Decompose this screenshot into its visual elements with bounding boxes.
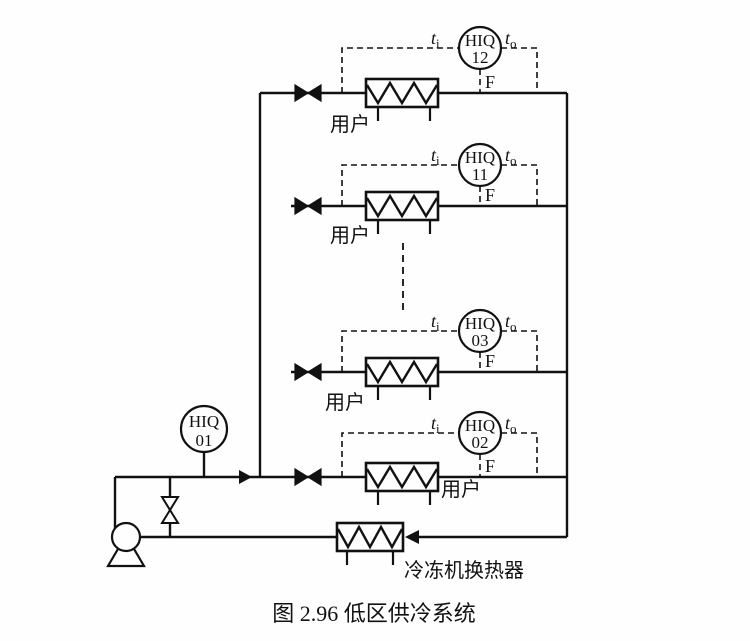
instrument-name: HIQ [465, 314, 495, 333]
secondary-pipes [376, 491, 432, 505]
user-label: 用户 [441, 478, 481, 501]
heat-exchanger-coil-icon [336, 524, 404, 550]
secondary-pipes [376, 386, 432, 400]
pump-body-icon [110, 521, 142, 553]
pump [106, 521, 146, 568]
temp-in-label: ti [431, 145, 440, 168]
instrument-circle [179, 404, 229, 454]
heat-exchanger-coil-icon [365, 464, 439, 490]
temp-in-signal-line [341, 164, 459, 206]
instrument-tag: 01 [196, 431, 213, 450]
secondary-pipes [345, 551, 395, 565]
bypass-valve-icon [160, 496, 180, 524]
flow-label: F [485, 351, 495, 371]
temp-out-label: to [505, 145, 517, 168]
temp-out-label: to [505, 28, 517, 51]
user-unit-11: HIQ 11 ti to F 用户 [294, 142, 538, 247]
instrument-circle [457, 410, 503, 456]
instrument-tag: 12 [472, 48, 489, 67]
valve-icon [294, 83, 322, 103]
supply-meter: HIQ 01 [179, 404, 229, 454]
signal-lines [341, 432, 538, 477]
secondary-pipes [376, 220, 432, 234]
flow-label: F [485, 72, 495, 92]
instrument-name: HIQ [465, 31, 495, 50]
instrument-circle [457, 142, 503, 188]
temp-in-label: ti [431, 311, 440, 334]
supply-flow-arrow-icon [239, 470, 252, 484]
signal-lines [341, 164, 538, 206]
temp-in-label: ti [431, 28, 440, 51]
temp-out-signal-line [501, 164, 538, 206]
chiller-heat-exchanger: 冷冻机换热器 [335, 521, 524, 582]
secondary-pipes [376, 107, 432, 121]
instrument-name: HIQ [465, 148, 495, 167]
temp-out-label: to [505, 413, 517, 436]
user-unit-03: HIQ 03 ti to F 用户 [294, 308, 538, 414]
signal-lines [341, 330, 538, 372]
user-unit-12: HIQ 12 ti to F 用户 [294, 25, 538, 136]
user-label: 用户 [325, 391, 365, 414]
temp-in-label: ti [431, 413, 440, 436]
instrument-name: HIQ [465, 416, 495, 435]
flow-label: F [485, 456, 495, 476]
valve-icon [294, 467, 322, 487]
instrument-tag: 02 [472, 433, 489, 452]
temp-in-signal-line [341, 330, 459, 372]
heat-exchanger-coil-icon [365, 193, 439, 219]
instrument-name: HIQ [189, 412, 219, 431]
temp-out-signal-line [501, 47, 538, 93]
instrument-tag: 11 [472, 165, 488, 184]
temp-out-signal-line [501, 330, 538, 372]
temp-out-label: to [505, 311, 517, 334]
instrument-circle [457, 308, 503, 354]
chiller-hx-label: 冷冻机换热器 [404, 559, 524, 582]
temp-in-signal-line [341, 47, 459, 93]
user-unit-02: HIQ 02 ti to F 用户 [294, 410, 538, 505]
temp-out-signal-line [501, 432, 538, 477]
heat-exchanger-coil-icon [365, 359, 439, 385]
heat-exchanger-coil-icon [365, 80, 439, 106]
valve-icon [294, 362, 322, 382]
signal-lines [341, 47, 538, 93]
figure-caption: 图 2.96 低区供冷系统 [272, 601, 476, 626]
temp-in-signal-line [341, 432, 459, 477]
instrument-tag: 03 [472, 331, 489, 350]
instrument-circle [457, 25, 503, 71]
return-flow-arrow-icon [405, 530, 419, 544]
user-label: 用户 [330, 224, 370, 247]
valve-icon [294, 196, 322, 216]
user-label: 用户 [330, 113, 370, 136]
flow-label: F [485, 185, 495, 205]
